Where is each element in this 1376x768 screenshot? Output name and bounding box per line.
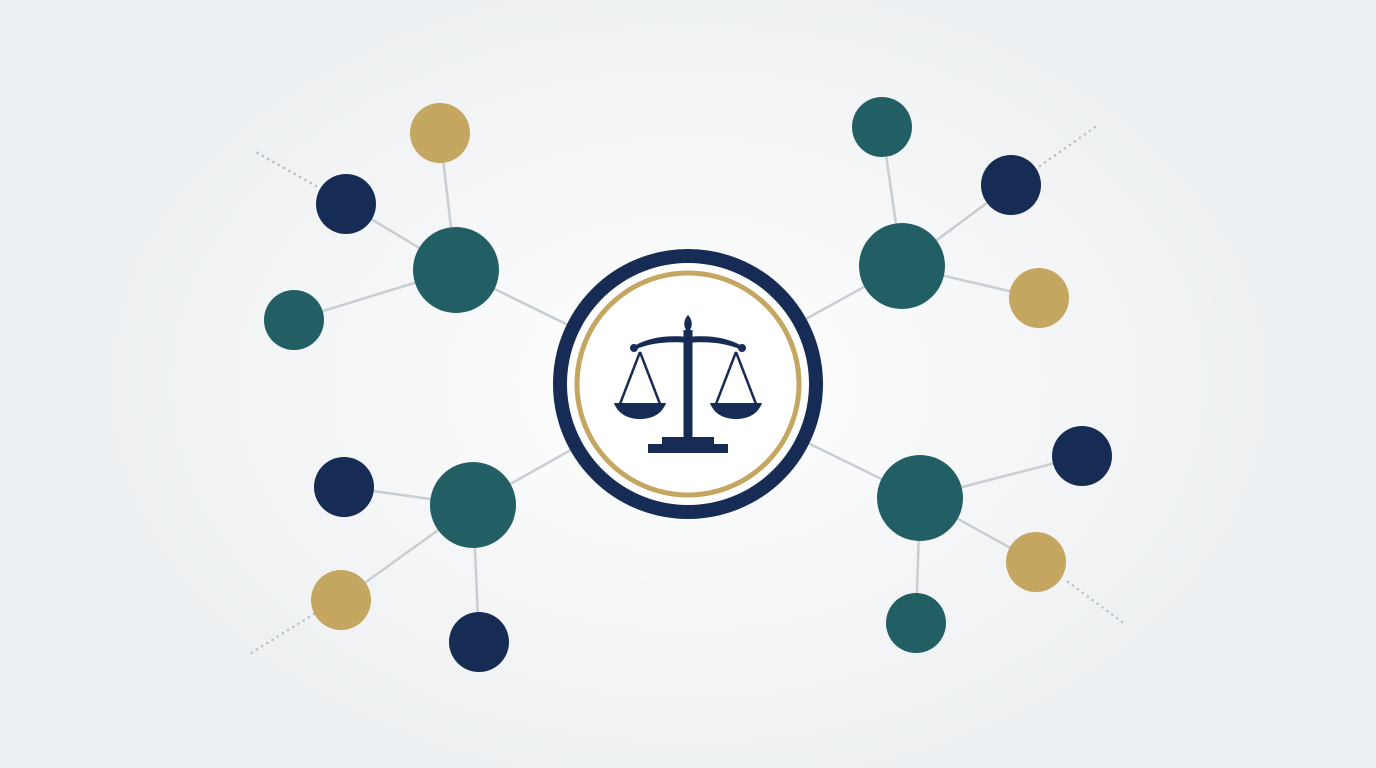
hub-inner-ring <box>574 270 802 498</box>
bottom-right-leaf-node-teal <box>886 593 946 653</box>
top-right-leaf-node-navy <box>981 155 1041 215</box>
top-right-leaf-node-teal <box>852 97 912 157</box>
top-left-leaf-node-teal <box>264 290 324 350</box>
top-right-dotted-tail <box>1038 123 1100 168</box>
network-nodes <box>264 97 1112 672</box>
scales-of-justice-icon <box>614 315 762 453</box>
bottom-right-dotted-tail <box>1066 580 1127 626</box>
bottom-left-dotted-tail <box>246 612 316 657</box>
top-left-cluster-node <box>413 227 499 313</box>
bottom-left-leaf-node-gold <box>311 570 371 630</box>
bottom-right-cluster-node <box>877 455 963 541</box>
top-right-leaf-node-gold <box>1009 268 1069 328</box>
top-left-leaf-node-gold <box>410 103 470 163</box>
top-right-cluster-node <box>859 223 945 309</box>
bottom-left-leaf-node-navy <box>314 457 374 517</box>
bottom-right-leaf-node-gold <box>1006 532 1066 592</box>
bottom-left-leaf-node-navy <box>449 612 509 672</box>
dotted-tails <box>246 123 1127 657</box>
top-left-leaf-node-navy <box>316 174 376 234</box>
bottom-right-leaf-node-navy <box>1052 426 1112 486</box>
bottom-left-cluster-node <box>430 462 516 548</box>
central-hub <box>553 249 823 519</box>
top-left-dotted-tail <box>252 149 318 188</box>
